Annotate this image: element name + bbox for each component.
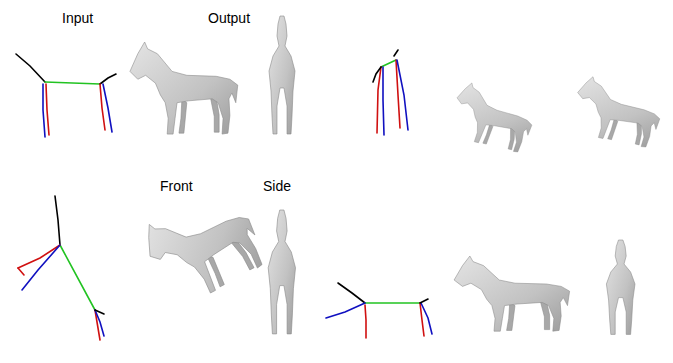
panel-label: Front xyxy=(160,178,193,194)
panel-label: Output xyxy=(208,10,250,26)
panel-label: Side xyxy=(263,178,291,194)
horse-meshes xyxy=(130,16,665,334)
panel-label: Input xyxy=(62,10,93,26)
